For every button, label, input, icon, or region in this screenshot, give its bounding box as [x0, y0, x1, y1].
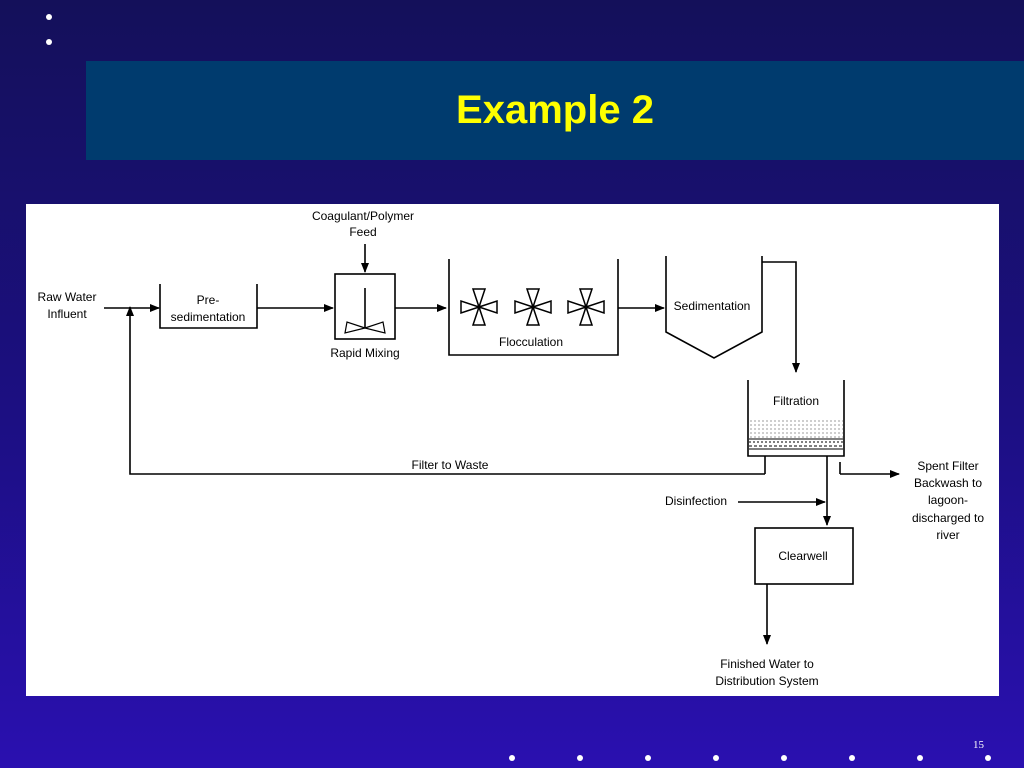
process-flow-diagram: Raw Water Influent Coagulant/Polymer Fee…	[38, 209, 985, 688]
bullet-dot	[645, 755, 651, 761]
disinfection-label: Disinfection	[665, 494, 727, 508]
spent-filter-label-line3: lagoon-	[928, 493, 968, 507]
sedimentation-label: Sedimentation	[674, 299, 751, 313]
filtration-label: Filtration	[773, 394, 819, 408]
bullet-dot	[781, 755, 787, 761]
filter-sand-layer	[749, 419, 843, 439]
presedimentation-label-line2: sedimentation	[171, 310, 246, 324]
sedimentation-to-filtration-arrow	[762, 261, 800, 373]
spent-filter-label-line4: discharged to	[912, 511, 984, 525]
flocculator-paddles	[460, 288, 605, 326]
sedimentation-basin	[665, 256, 763, 359]
bullet-dot	[46, 39, 52, 45]
flocculation-tank	[448, 259, 619, 356]
mixer-impeller-icon	[344, 321, 386, 334]
bullet-dot	[849, 755, 855, 761]
finished-water-label: Finished Water to	[720, 657, 814, 671]
bullet-dot	[985, 755, 991, 761]
flocculation-label: Flocculation	[499, 335, 563, 349]
title-bar: Example 2	[86, 61, 1024, 160]
filter-to-waste-label: Filter to Waste	[412, 458, 489, 472]
filter-gravel-layer	[749, 438, 843, 450]
slide-title: Example 2	[456, 88, 654, 132]
bullet-dot	[509, 755, 515, 761]
paddle-icon	[460, 288, 498, 326]
bullet-dot	[917, 755, 923, 761]
page-number: 15	[973, 739, 984, 751]
filter-to-waste-line	[126, 306, 765, 475]
presedimentation-label: Pre-	[197, 293, 220, 307]
finished-water-label-line2: Distribution System	[715, 674, 818, 688]
clearwell-label: Clearwell	[778, 549, 827, 563]
raw-water-label: Raw Water	[38, 290, 97, 304]
rapid-mixing-tank	[334, 273, 396, 340]
bullet-dot	[713, 755, 719, 761]
presedimentation-tank	[159, 284, 258, 329]
diagram-panel: Raw Water Influent Coagulant/Polymer Fee…	[26, 204, 999, 696]
bullet-dot	[577, 755, 583, 761]
clearwell-tank	[754, 527, 854, 585]
bullet-dot	[46, 14, 52, 20]
spent-filter-label: Spent Filter	[917, 459, 978, 473]
filtration-tank	[747, 380, 845, 457]
rapid-mixing-label: Rapid Mixing	[330, 346, 399, 360]
paddle-icon	[567, 288, 605, 326]
coagulant-feed-label: Coagulant/Polymer	[312, 209, 414, 223]
spent-filter-label-line5: river	[936, 528, 959, 542]
spent-filter-label-line2: Backwash to	[914, 476, 982, 490]
paddle-icon	[514, 288, 552, 326]
raw-water-label-line2: Influent	[47, 307, 87, 321]
coagulant-feed-label-line2: Feed	[349, 225, 376, 239]
